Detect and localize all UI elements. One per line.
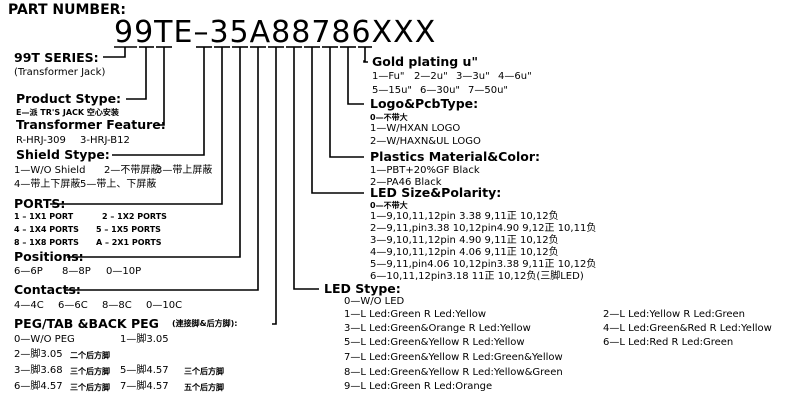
led-size-option: 3—9,10,11,12pin 4.90 9,11正 10,12负 xyxy=(370,235,559,246)
ports-option: 4 – 1X4 PORTS xyxy=(14,225,79,234)
transformer-feature-heading: Transformer Feature: xyxy=(16,117,166,132)
contacts-option: 0—10C xyxy=(146,300,183,311)
peg-option: 5—脚4.57 xyxy=(120,365,169,376)
plastics-heading: Plastics Material&Color: xyxy=(370,149,540,164)
led-size-option: 1—9,10,11,12pin 3.38 9,11正 10,12负 xyxy=(370,211,559,222)
ports-option: 1 – 1X1 PORT xyxy=(14,212,74,221)
peg-option: 三个后方脚 xyxy=(70,383,110,392)
transformer-feature-option: 3-HRJ-B12 xyxy=(80,135,130,146)
led-stype-option: 4—L Led:Green&Red R Led:Yellow xyxy=(603,323,772,334)
contacts-option: 4—4C xyxy=(14,300,44,311)
gold-option: 5—15u" xyxy=(372,85,413,96)
positions-heading: Positions: xyxy=(14,249,84,264)
peg-option: 7—脚4.57 xyxy=(120,381,169,392)
peg-option: 五个后方脚 xyxy=(184,383,224,392)
peg-option: 2—脚3.05 xyxy=(14,349,63,360)
logo-option: 2—W/HAXN&UL LOGO xyxy=(370,136,481,147)
led-stype-option: 1—L Led:Green R Led:Yellow xyxy=(344,309,487,320)
gold-plating-heading: Gold plating u" xyxy=(372,54,478,69)
led-size-option: 0—不带大 xyxy=(370,201,408,210)
logo-option: 1—W/HXAN LOGO xyxy=(370,123,461,134)
plastics-option: 1—PBT+20%GF Black xyxy=(370,165,480,176)
led-stype-option: 6—L Led:Red R Led:Green xyxy=(603,337,734,348)
positions-option: 6—6P xyxy=(14,266,43,277)
led-stype-option: 0—W/O LED xyxy=(344,296,405,307)
logo-option: 0—不带大 xyxy=(370,113,408,122)
shield-option: 1—W/O Shield xyxy=(14,165,86,176)
shield-option: 2—不带屏蔽 xyxy=(104,165,161,176)
ports-option: A – 2X1 PORTS xyxy=(96,238,162,247)
led-stype-option: 2—L Led:Yellow R Led:Green xyxy=(603,309,746,320)
peg-option: 6—脚4.57 xyxy=(14,381,63,392)
gold-option: 3—3u" xyxy=(456,71,490,82)
shield-option: 3—带上屏蔽 xyxy=(156,165,213,176)
gold-option: 1—Fu" xyxy=(372,71,405,82)
logo-heading: Logo&PcbType: xyxy=(370,96,479,111)
product-stype-heading: Product Stype: xyxy=(16,91,122,106)
shield-option: 4—带上下屏蔽 xyxy=(14,179,81,190)
led-size-option: 5—9,11,pin4.06 10,12pin3.38 9,11正 10,12负 xyxy=(370,259,597,270)
series-sub: (Transformer Jack) xyxy=(14,67,106,78)
transformer-feature-option: R-HRJ-309 xyxy=(16,135,66,146)
peg-option: 3—脚3.68 xyxy=(14,365,63,376)
led-stype-option: 5—L Led:Green&Yellow R Led:Yellow xyxy=(344,337,525,348)
gold-option: 6—30u" xyxy=(420,85,461,96)
series-heading: 99T SERIES: xyxy=(14,50,99,65)
led-stype-option: 8—L Led:Green&Yellow R Led:Yellow&Green xyxy=(344,367,563,378)
ports-option: 8 – 1X8 PORTS xyxy=(14,238,79,247)
led-size-heading: LED Size&Polarity: xyxy=(370,185,502,200)
peg-option: 三个后方脚 xyxy=(70,367,110,376)
led-size-option: 4—9,10,11,12pin 4.06 9,11正 10,12负 xyxy=(370,247,559,258)
peg-heading: PEG/TAB &BACK PEG xyxy=(14,316,159,331)
led-stype-option: 3—L Led:Green&Orange R Led:Yellow xyxy=(344,323,531,334)
peg-option: 0—W/O PEG xyxy=(14,334,75,345)
shield-stype-heading: Shield Stype: xyxy=(16,147,110,162)
part-number: 99TE–35A88786XXX xyxy=(114,15,437,50)
led-size-option: 2—9,11,pin3.38 10,12pin4.90 9,12正 10,11负 xyxy=(370,223,597,234)
ports-option: 2 – 1X2 PORTS xyxy=(102,212,167,221)
led-stype-option: 9—L Led:Green R Led:Orange xyxy=(344,381,493,392)
gold-option: 7—50u" xyxy=(468,85,509,96)
ports-option: 5 – 1X5 PORTS xyxy=(96,225,161,234)
ports-heading: PORTS: xyxy=(14,196,66,211)
peg-option: 三个后方脚 xyxy=(184,367,224,376)
contacts-option: 6—6C xyxy=(58,300,88,311)
led-stype-option: 7—L Led:Green&Yellow R Led:Green&Yellow xyxy=(344,352,563,363)
peg-option: 1—脚3.05 xyxy=(120,334,169,345)
page-title: PART NUMBER: xyxy=(8,2,127,18)
contacts-option: 8—8C xyxy=(102,300,132,311)
led-size-option: 6—10,11,12pin3.18 11正 10,12负(三脚LED) xyxy=(370,271,584,282)
peg-heading-note: (連接脚&后方脚): xyxy=(172,319,238,328)
gold-option: 4—6u" xyxy=(498,71,532,82)
product-stype-option: E—派 TR'S JACK 空心安装 xyxy=(16,108,119,117)
contacts-heading: Contacts: xyxy=(14,282,81,297)
shield-option: 5—带上、下屏蔽 xyxy=(80,179,157,190)
led-stype-heading: LED Stype: xyxy=(324,281,401,296)
gold-option: 2—2u" xyxy=(414,71,448,82)
peg-option: 二个后方脚 xyxy=(70,351,110,360)
plastics-option: 2—PA46 Black xyxy=(370,177,442,188)
positions-option: 8—8P xyxy=(62,266,91,277)
positions-option: 0—10P xyxy=(106,266,142,277)
